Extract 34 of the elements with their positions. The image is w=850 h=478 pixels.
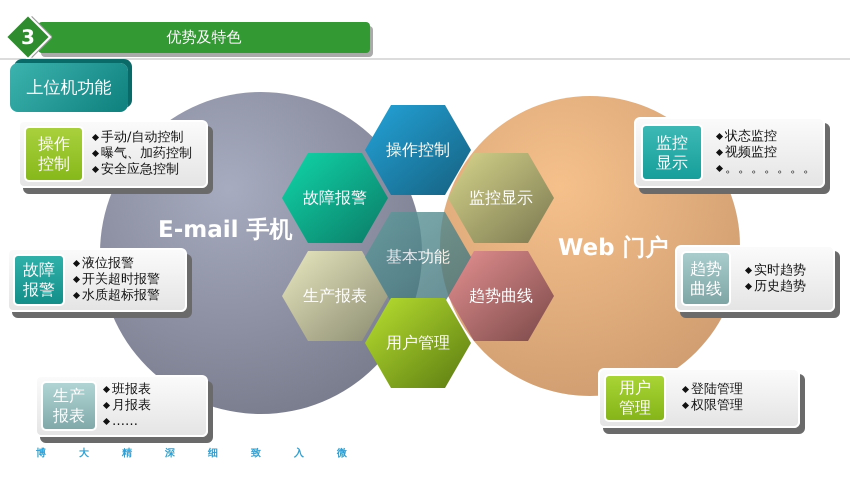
bullet-item: 状态监控 <box>716 128 777 144</box>
heading-tab: 上位机功能 <box>10 63 128 112</box>
category-tile: 故障报警 <box>13 254 65 306</box>
slogan-character: 细 <box>208 446 218 460</box>
bullet-item: 月报表 <box>103 398 151 414</box>
bullet-item: 。。。。。。。 <box>716 160 816 176</box>
bullet-item: 安全应急控制 <box>92 162 179 178</box>
bullet-item: 权限管理 <box>682 398 743 414</box>
bullet-item: 液位报警 <box>73 256 134 272</box>
slogan-character: 大 <box>79 446 89 460</box>
title-bar: 优势及特色 <box>38 22 370 53</box>
circle-label: Web 门户 <box>558 234 669 263</box>
slogan-character: 致 <box>251 446 261 460</box>
category-tile: 操作控制 <box>24 126 84 182</box>
slogan-character: 深 <box>165 446 175 460</box>
number-badge: 3 <box>6 14 52 60</box>
bullet-item: 开关超时报警 <box>73 272 160 288</box>
slogan-character: 博 <box>36 446 46 460</box>
category-tile: 生产报表 <box>41 381 97 431</box>
slogan-character: 微 <box>337 446 347 460</box>
bullet-item: 手动/自动控制 <box>92 130 184 146</box>
bullet-item: 历史趋势 <box>745 278 806 294</box>
slogan-character: 入 <box>294 446 304 460</box>
bullet-item: 班报表 <box>103 382 151 398</box>
bullet-item: 曝气、加药控制 <box>92 146 192 162</box>
category-tile: 用户管理 <box>604 374 666 422</box>
category-tile: 趋势曲线 <box>681 251 731 306</box>
bullet-item: 登陆管理 <box>682 382 743 398</box>
slogan-character: 精 <box>122 446 132 460</box>
category-tile: 监控显示 <box>641 124 703 181</box>
bullet-item: 视频监控 <box>716 144 777 160</box>
bullet-item: …… <box>103 414 138 430</box>
bullet-item: 实时趋势 <box>745 262 806 278</box>
bullet-item: 水质超标报警 <box>73 288 160 304</box>
